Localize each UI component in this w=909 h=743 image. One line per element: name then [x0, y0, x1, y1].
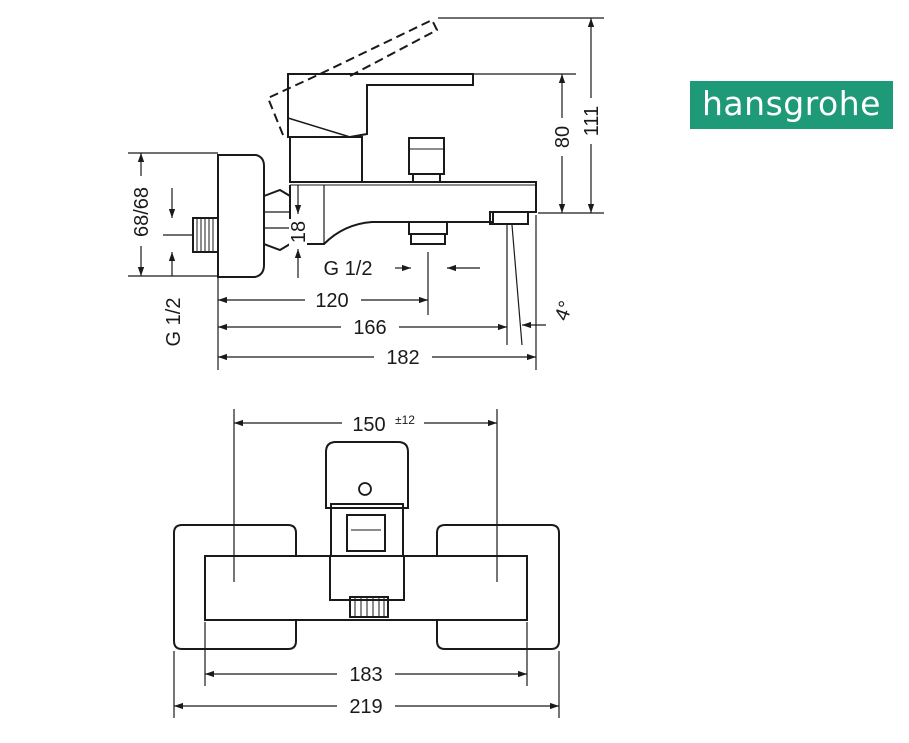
eccentric-nut: [263, 188, 291, 252]
dim-center-distance: 150: [352, 414, 385, 436]
handle-indicator: [358, 482, 372, 496]
dim-offset: 18: [288, 221, 310, 243]
dim-width-total: 219: [349, 696, 382, 718]
dim-depth-outlet: 120: [315, 290, 348, 312]
dim-center-tolerance: ±12: [395, 413, 415, 427]
lever-open-position: [266, 18, 439, 136]
rosette-right: [436, 524, 560, 650]
side-view-labels: 111 80 68/68 G 1/2 18 G 1/2 120 166 182 …: [130, 98, 603, 369]
front-handle: [325, 441, 409, 509]
side-view: [192, 18, 537, 278]
front-view-labels: 150 ±12 183 219: [337, 410, 424, 718]
bottom-outlet: [408, 221, 448, 235]
dim-depth-total: 182: [386, 347, 419, 369]
dim-center-range: 68/68: [131, 187, 153, 237]
hansgrohe-logo: hansgrohe: [690, 81, 893, 129]
front-cartridge: [330, 503, 404, 557]
rosette-left: [173, 524, 297, 650]
dim-height-total: 111: [581, 106, 603, 136]
spout-block: [329, 555, 405, 601]
side-view-dimensions: [128, 17, 604, 370]
spout-aerator: [349, 596, 389, 618]
dim-thread-wall: G 1/2: [163, 298, 185, 347]
dim-height-spout: 80: [552, 126, 574, 148]
dim-width-body: 183: [349, 664, 382, 686]
logo-text: hansgrohe: [702, 83, 881, 123]
diverter-knob: [408, 137, 445, 175]
front-diverter: [346, 514, 386, 552]
spout-outlet: [489, 211, 529, 225]
dim-angle: 4°: [551, 298, 578, 323]
front-view: [173, 441, 560, 650]
wall-rosette: [217, 154, 265, 278]
lever-handle: [287, 73, 474, 138]
dim-depth-spout: 166: [353, 317, 386, 339]
cartridge-column: [289, 136, 363, 183]
dim-thread-outlet: G 1/2: [324, 258, 373, 280]
body-bar: [204, 555, 528, 621]
